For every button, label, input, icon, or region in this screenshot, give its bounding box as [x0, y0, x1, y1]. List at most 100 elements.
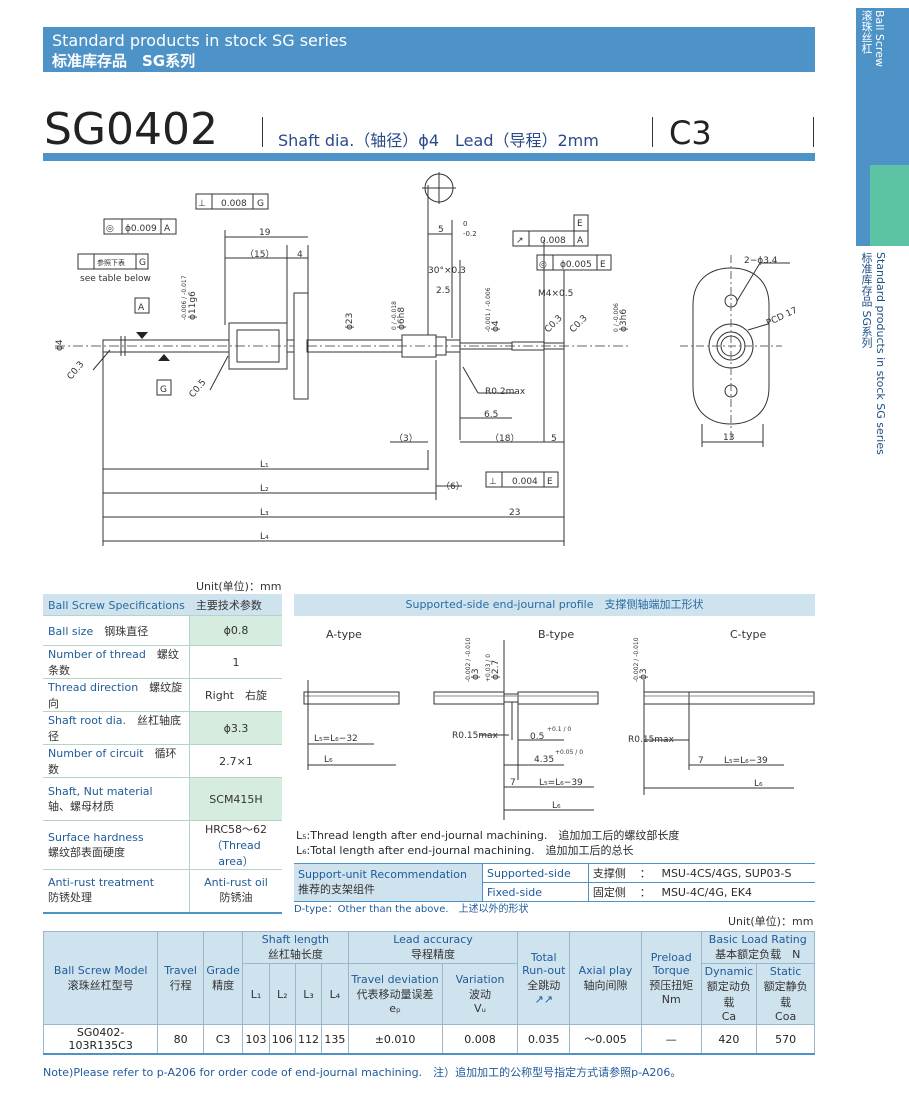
b-d435-tol: +0.05 / 0	[555, 749, 583, 756]
spec-label: Thread direction	[48, 681, 139, 694]
spec-label-cn: 轴、螺母材质	[48, 799, 114, 813]
dim-6: （6）	[441, 481, 465, 492]
see-table-note: see table below	[80, 274, 151, 284]
spec-label: Surface hardness	[48, 830, 144, 844]
cell-travel-deviation: ±0.010	[347, 1024, 443, 1055]
b-d7: 7	[510, 778, 516, 788]
c-l5: L₅=L₆−39	[724, 756, 768, 766]
d-type-note: D-type：Other than the above. 上述以外的形状	[294, 904, 529, 915]
cell-dynamic: 420	[700, 1024, 758, 1055]
dim-l4: L₄	[260, 532, 269, 542]
cell-l2: 106	[268, 1024, 296, 1055]
dia-4b-tol: -0.001 / -0.006	[485, 287, 492, 332]
cell-variation: 0.008	[441, 1024, 519, 1055]
datum-a-ref: A	[164, 224, 171, 234]
dim-19: 19	[259, 228, 271, 238]
spec-label-cn: 钢珠直径	[104, 624, 149, 638]
chamfer-c03: C0.3	[543, 313, 565, 335]
c-r015: R0.15max	[628, 735, 675, 745]
runout-value: 0.008	[540, 236, 566, 246]
fixed-side-units: MSU-4C/4G, EK4	[657, 882, 815, 902]
dim-5: 5	[438, 225, 444, 235]
title-divider	[262, 117, 263, 147]
supported-side-cn: 支撑侧	[588, 863, 636, 883]
ref-note: 参照下表	[97, 258, 125, 267]
spec-value: SCM415H	[189, 777, 282, 821]
fixed-side-cn: 固定侧	[588, 882, 636, 902]
spec-label-cn: 螺纹部表面硬度	[48, 845, 125, 859]
unit-label: Unit(单位)：mm	[728, 915, 814, 928]
cell-l3: 112	[294, 1024, 323, 1055]
b-d05-tol: +0.1 / 0	[547, 726, 571, 733]
spec-value: 2.7×1	[189, 744, 282, 778]
pcd-17: PCD 17	[765, 306, 799, 329]
technical-drawing: 0.008 G ⊥ ◎ ϕ0.009 A 参照下表 G see table be…	[55, 172, 799, 546]
dia-11-tol: -0.006 / -0.017	[181, 275, 188, 320]
b-type-label: B-type	[538, 628, 574, 641]
series-title-cn: 标准库存品 SG系列	[52, 52, 196, 70]
side-tab-label-en: Ball Screw	[873, 10, 886, 67]
profile-drawings: A-type B-type C-type L₅=L₆−32 L₆ R0.15ma…	[303, 628, 815, 820]
perp-ref: E	[547, 477, 553, 487]
chamfer-c03: C0.3	[66, 360, 87, 382]
spec-label-cn: 螺纹条数	[48, 648, 179, 677]
concentricity-icon: ◎	[106, 224, 114, 234]
spec-label: Anti-rust treatment	[48, 876, 155, 890]
dim-l1: L₁	[260, 460, 269, 470]
dim-2-5: 2.5	[436, 286, 450, 296]
profile-header: Supported-side end-journal profile 支撑侧轴端…	[294, 594, 815, 616]
profile-note-l6: L₆:Total length after end-journal machin…	[296, 844, 634, 857]
cell-preload: —	[640, 1024, 702, 1055]
dim-l2: L₂	[260, 484, 269, 494]
tol-top: 0	[463, 220, 467, 228]
spec-value: Anti-rust oil	[204, 876, 268, 890]
radius-r02: R0.2max	[485, 387, 526, 397]
spec-label: Ball size	[48, 624, 94, 638]
col-l2: L₂	[268, 963, 296, 1025]
title-divider	[813, 117, 814, 147]
flatness-value: 0.008	[221, 199, 247, 209]
perpendicularity-icon: ⊥	[198, 199, 206, 209]
side-tab-label-cn: 滚珠丝杠	[860, 10, 873, 54]
bolt-holes: 2−ϕ3.4	[744, 256, 778, 266]
c-phi3-tol: -0.002 / -0.010	[633, 637, 640, 682]
col-l1: L₁	[242, 963, 270, 1025]
datum-e-label: E	[577, 219, 583, 229]
tol-bottom: -0.2	[463, 230, 477, 238]
spec-label-cn: 循环数	[48, 747, 177, 776]
dia-4b: ϕ4	[491, 320, 501, 332]
profile-note-l5: L₅:Thread length after end-journal machi…	[296, 829, 680, 842]
datum-g-ref: G	[257, 199, 264, 209]
concentricity-value: ϕ0.009	[125, 224, 157, 234]
spec-label: Number of thread	[48, 648, 146, 661]
a-l6: L₆	[324, 755, 333, 765]
b-phi2: ϕ2.7	[491, 660, 501, 680]
concentricity-icon: ◎	[539, 260, 547, 270]
thread-m4: M4×0.5	[538, 289, 573, 299]
perpendicularity-icon: ⊥	[489, 477, 497, 487]
spec-label-cn: 防锈处理	[48, 891, 92, 905]
cell-l1: 103	[242, 1024, 270, 1055]
dia-6-tol: 0 / -0.018	[391, 301, 398, 330]
table-row: SG0402-103R135C3 80 C3 103 106 112 135 ±…	[42, 1024, 815, 1055]
conc-value: ϕ0.005	[560, 260, 592, 270]
b-d435: 4.35	[534, 755, 554, 765]
conc-ref: E	[600, 260, 606, 270]
dim-5b: 5	[551, 434, 557, 444]
support-header-en: Support-unit Recommendation	[298, 868, 467, 881]
chamfer-c03: C0.3	[568, 313, 590, 335]
runout-icon: ↗	[516, 236, 524, 246]
dia-23: ϕ23	[345, 313, 355, 330]
